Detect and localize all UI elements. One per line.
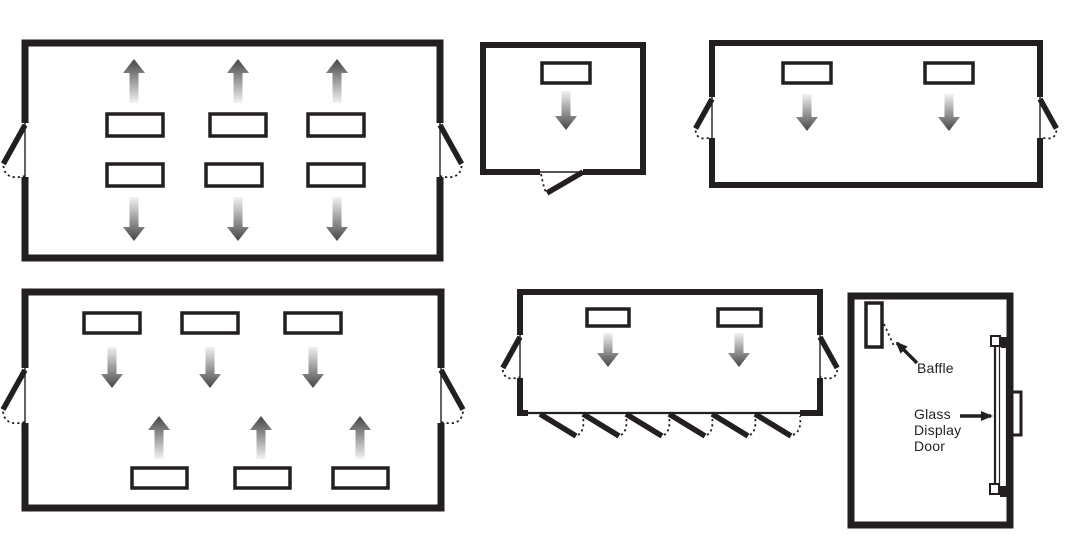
door-swing-arc (819, 369, 839, 380)
open-door-flap (624, 411, 664, 439)
case-outline (517, 289, 823, 416)
air-vent (306, 112, 366, 138)
case-bottom-left-staggered-vents (0, 288, 466, 512)
air-vent (306, 162, 366, 188)
door-swing-arc (2, 165, 26, 179)
open-door-flap (753, 411, 793, 439)
air-vent (585, 307, 631, 328)
door-swing-arc (440, 411, 464, 425)
air-vent (180, 311, 240, 335)
airflow-arrow-down (199, 347, 221, 388)
airflow-arrow-down (796, 94, 818, 131)
airflow-arrow-up (123, 59, 145, 103)
air-vent (781, 61, 833, 85)
baffle-angle-line (883, 323, 895, 347)
baffle (864, 301, 884, 349)
airflow-arrow-down (597, 333, 619, 367)
door-swing-arc (792, 415, 802, 436)
air-vent (105, 112, 165, 138)
door-swing-arc (577, 415, 585, 436)
air-vent (540, 61, 592, 85)
door-bracket (990, 335, 1001, 347)
open-door-flap (693, 97, 715, 130)
air-vent (331, 466, 390, 490)
door-swing-arc (749, 415, 757, 436)
door-bracket (1000, 486, 1011, 497)
airflow-arrow-down (227, 197, 249, 241)
baffle-label: Baffle (917, 360, 954, 376)
airflow-arrow-down (302, 347, 324, 388)
baffle-arrow (895, 341, 919, 365)
air-vent (82, 311, 142, 335)
open-door-flap (0, 123, 28, 166)
open-door-flap (710, 411, 750, 439)
airflow-arrow-up (250, 416, 272, 459)
door-swing-arc (1039, 130, 1058, 140)
air-vent (716, 307, 763, 328)
air-vent (923, 61, 975, 85)
airflow-arrow-down (555, 91, 577, 130)
airflow-arrow-up (148, 416, 170, 459)
air-vent (233, 466, 292, 490)
case-top-left-six-vents (0, 39, 465, 262)
case-bottom-middle-door-row (500, 289, 840, 439)
airflow-arrow-up (326, 59, 348, 103)
air-vent (105, 162, 165, 188)
open-door-flap (500, 335, 523, 370)
open-door-flap (667, 411, 707, 439)
open-door-flap (581, 411, 621, 439)
air-vent (204, 162, 264, 188)
door-handle (1013, 390, 1023, 437)
airflow-arrow-down (123, 197, 145, 241)
case-top-right-two-vents (693, 40, 1059, 188)
door-swing-arc (540, 173, 547, 193)
door-swing-arc (694, 130, 713, 140)
door-swing-arc (2, 411, 26, 425)
airflow-arrow-down (326, 197, 348, 241)
door-swing-arc (663, 415, 671, 436)
airflow-arrow-down (101, 347, 123, 388)
glass-display-door-label: Glass Display Door (914, 406, 962, 454)
open-door-flap (545, 169, 585, 196)
airflow-arrow-down (938, 94, 960, 131)
open-door-flap (437, 123, 465, 166)
open-door-flap (438, 368, 466, 411)
case-outline (709, 40, 1043, 188)
door-swing-arc (620, 415, 628, 436)
door-swing-arc (439, 165, 463, 179)
door-swing-arc (501, 369, 521, 380)
case-top-middle-single-vent (480, 42, 646, 196)
open-door-flap (538, 411, 578, 439)
case-outline (21, 39, 444, 262)
door-swing-arc (706, 415, 714, 436)
glass-display-door (993, 337, 1009, 491)
airflow-arrow-up (227, 59, 249, 103)
door-bracket (989, 483, 1000, 495)
air-vent (283, 311, 343, 335)
open-door-flap (817, 335, 840, 370)
case-glass-display-door (847, 292, 1023, 529)
door-bracket (1001, 337, 1012, 348)
air-vent (130, 466, 189, 490)
open-door-flap (1037, 97, 1059, 130)
open-door-flap (0, 368, 28, 411)
airflow-arrow-up (349, 416, 371, 459)
air-vent (208, 112, 268, 138)
airflow-arrow-down (728, 333, 750, 367)
